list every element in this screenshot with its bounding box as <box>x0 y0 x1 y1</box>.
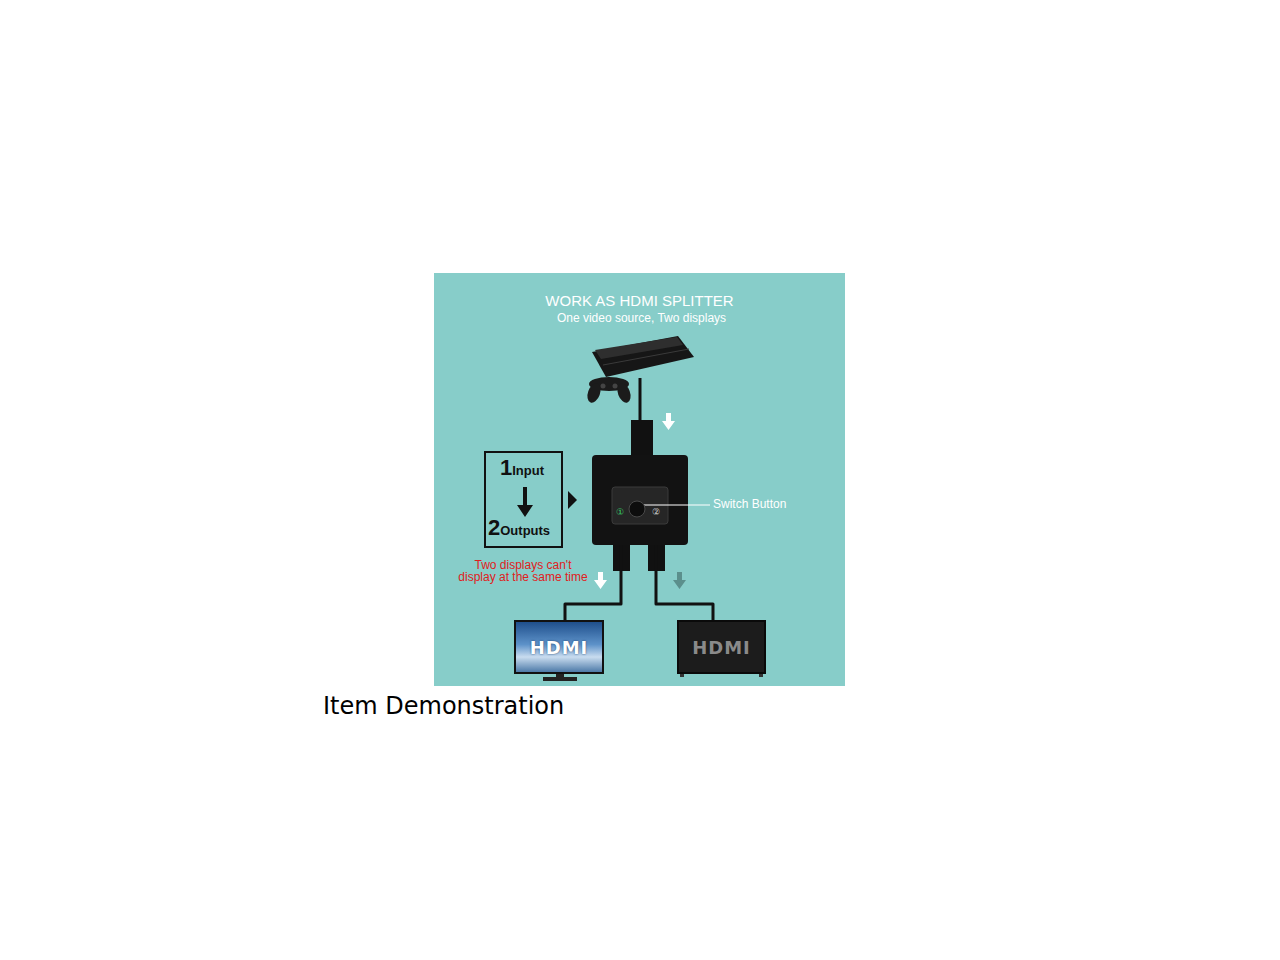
screen-logo: HDMI <box>530 637 589 658</box>
pointer-triangle <box>568 491 577 509</box>
flow-arrow <box>662 413 675 430</box>
port-number: ② <box>652 507 660 517</box>
leader-line <box>644 505 710 506</box>
arrow-shape <box>517 487 533 517</box>
title: WORK AS HDMI SPLITTER <box>434 292 845 309</box>
game-controller <box>585 377 633 404</box>
input-cable <box>639 378 642 422</box>
io-label: Input <box>512 463 544 478</box>
flow-arrow <box>673 572 686 589</box>
hdmi-cable <box>656 545 713 620</box>
callout-label: Switch Button <box>713 497 786 511</box>
down-arrow <box>515 487 535 519</box>
warning-note: Two displays can't display at the same t… <box>456 559 590 583</box>
console-top <box>595 337 683 359</box>
subtitle: One video source, Two displays <box>434 311 849 325</box>
io-row: 2Outputs <box>488 515 550 541</box>
switch-panel <box>592 455 688 545</box>
port-number: ① <box>616 507 624 517</box>
tv-screen: HDMI <box>677 620 766 674</box>
splitter-device: ①② <box>592 455 688 545</box>
switch-button <box>629 501 645 517</box>
caption: Item Demonstration <box>323 692 564 720</box>
io-row: 1Input <box>500 455 544 481</box>
io-box: 1Input 2Outputs <box>484 451 563 548</box>
tv-stand <box>543 677 577 681</box>
tv-screen: HDMI <box>514 620 604 674</box>
input-plug <box>631 420 653 456</box>
count-number: 2 <box>488 515 500 540</box>
io-label: Outputs <box>500 523 550 538</box>
screen-logo: HDMI <box>692 637 751 658</box>
console-line <box>603 349 689 365</box>
flow-arrow <box>594 572 607 589</box>
game-console <box>592 336 694 377</box>
count-number: 1 <box>500 455 512 480</box>
